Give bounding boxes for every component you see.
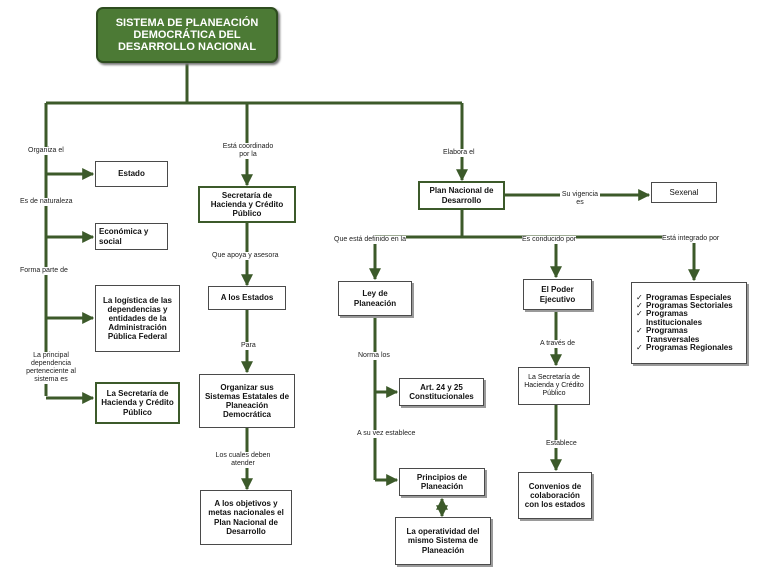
- label-establece: Establece: [546, 440, 577, 449]
- node-objetivos: A los objetivos y metas nacionales el Pl…: [200, 490, 292, 545]
- label-organiza: Organiza el: [28, 147, 64, 156]
- program-item: Programas Transversales: [636, 327, 742, 344]
- label-para: Para: [241, 342, 256, 351]
- node-sexenal: Sexenal: [651, 182, 717, 203]
- label-apoya: Que apoya y asesora: [212, 252, 279, 261]
- label-principal: La principal dependencia perteneciente a…: [26, 352, 76, 385]
- label-cuales: Los cuales deben atender: [212, 452, 274, 469]
- node-convenios: Convenios de colaboración con los estado…: [518, 472, 592, 519]
- node-secretaria-right: La Secretaría de Hacienda y Crédito Públ…: [518, 367, 590, 405]
- node-ley-planeacion: Ley de Planeación: [338, 281, 412, 316]
- label-norma: Norma los: [358, 352, 390, 361]
- label-conducido: Es conducido por: [522, 236, 577, 245]
- program-item: Programas Sectoriales: [636, 301, 742, 311]
- node-plan-nacional: Plan Nacional de Desarrollo: [418, 181, 505, 210]
- label-elabora: Elabora el: [443, 149, 475, 158]
- programs-list: Programas Especiales Programas Sectorial…: [636, 293, 742, 353]
- node-operatividad: La operatividad del mismo Sistema de Pla…: [395, 517, 491, 565]
- program-item: Programas Especiales: [636, 293, 742, 303]
- node-poder-ejecutivo: El Poder Ejecutivo: [523, 279, 592, 310]
- main-title: SISTEMA DE PLANEACIÓN DEMOCRÁTICA DEL DE…: [96, 7, 278, 63]
- label-traves: A través de: [540, 340, 576, 349]
- label-establece-vez: A su vez establece: [357, 430, 416, 439]
- node-programas: Programas Especiales Programas Sectorial…: [631, 282, 747, 364]
- node-estado: Estado: [95, 161, 168, 187]
- node-estados: A los Estados: [208, 286, 286, 310]
- node-logistica: La logística de las dependencias y entid…: [95, 285, 180, 352]
- node-organizar: Organizar sus Sistemas Estatales de Plan…: [199, 374, 295, 428]
- label-coordinado: Está coordinado por la: [218, 143, 278, 160]
- label-integrado: Está integrado por: [662, 235, 720, 244]
- program-item: Programas Regionales: [636, 343, 742, 353]
- label-definido: Que está definido en la: [334, 236, 406, 245]
- node-secretaria-left: La Secretaría de Hacienda y Crédito Públ…: [95, 382, 180, 424]
- label-naturaleza: Es de naturaleza: [20, 198, 73, 207]
- node-economica-social: Económica y social: [95, 223, 168, 250]
- node-articulos: Art. 24 y 25 Constitucionales: [399, 378, 484, 406]
- label-forma-parte: Forma parte de: [20, 267, 68, 276]
- label-vigencia: Su vigencia es: [560, 191, 600, 208]
- node-secretaria-center: Secretaría de Hacienda y Crédito Público: [198, 186, 296, 223]
- program-item: Programas Institucionales: [636, 310, 742, 327]
- node-principios: Principios de Planeación: [399, 468, 485, 496]
